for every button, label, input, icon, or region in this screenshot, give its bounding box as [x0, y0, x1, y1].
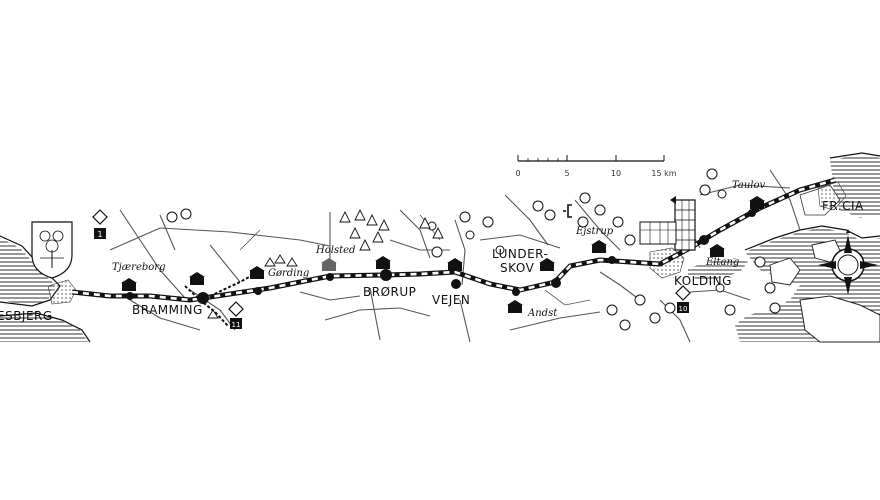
village-label-taulov: Taulov [732, 180, 766, 191]
water-west [0, 238, 88, 342]
town-label-bramming: BRAMMING [132, 303, 203, 317]
town-label-lunderskov-line2: SKOV [500, 261, 535, 275]
stop-dot [748, 209, 756, 217]
house-icon [591, 240, 607, 253]
scale-tick-label: 10 [611, 169, 621, 178]
house-icon [507, 300, 523, 313]
house-icon [321, 258, 337, 271]
village-label-eltang: Eltang [705, 257, 739, 268]
stop-dot [699, 235, 709, 245]
road-network [109, 169, 801, 343]
village-label-gording: Gørding [268, 268, 309, 279]
town-label-vejen: VEJEN [432, 293, 470, 307]
compass-rose-icon [818, 229, 878, 295]
house-icon [375, 256, 391, 269]
town-label-lunderskov-line1: LUNDER- [492, 247, 548, 261]
water-east-fjord [688, 155, 880, 343]
conifer-trees [207, 208, 444, 319]
stop-dot [451, 279, 461, 289]
fredericia-urban-area [817, 181, 847, 211]
town-label-brorup: BRØRUP [363, 285, 416, 299]
house-icon [189, 272, 205, 285]
house-icon [539, 258, 555, 271]
house-icon [121, 278, 137, 291]
house-icon [709, 244, 725, 257]
esbjerg-urban-area [47, 279, 77, 305]
town-label-kolding: KOLDING [674, 274, 732, 288]
stop-dot [126, 292, 134, 300]
road-sign-10: 10 [675, 285, 691, 313]
scale-tick-label: 5 [564, 169, 569, 178]
village-icons [121, 196, 765, 313]
stop-dot [254, 287, 262, 295]
road-sign-1: 1 [92, 209, 108, 239]
house-icon [249, 266, 265, 279]
scale-tick-label: 15 km [651, 169, 676, 178]
village-label-holsted: Holsted [315, 245, 355, 256]
junction-marker-icon [563, 204, 572, 218]
railway-line-2 [209, 269, 263, 297]
scale-bar: 0 5 10 15 km [515, 155, 677, 178]
stop-dot [608, 256, 616, 264]
road-sign-10-label: 10 [679, 305, 688, 313]
stop-dot [551, 278, 561, 288]
town-label-fredericia: FR.CIA [822, 199, 864, 213]
village-label-ejstrup: Ejstrup [575, 226, 614, 237]
village-label-andst: Andst [527, 308, 558, 319]
deciduous-trees [166, 168, 781, 331]
stop-dot [512, 288, 520, 296]
village-label-tjaereborg: Tjæreborg [112, 262, 165, 273]
route-stops [126, 209, 756, 304]
road-sign-11-label: 11 [232, 321, 241, 329]
road-sign-11: 11 [228, 301, 244, 329]
kolding-castle-icon [639, 196, 696, 251]
stop-dot [197, 292, 209, 304]
esbjerg-coat-of-arms-icon [31, 221, 73, 279]
railway-line [184, 285, 229, 327]
house-icon [447, 258, 463, 271]
house-icon [749, 196, 765, 209]
stop-dot [326, 273, 334, 281]
stop-dot [380, 269, 392, 281]
town-label-esbjerg: ESBJERG [0, 309, 53, 323]
road-sign-1-label: 1 [97, 230, 102, 239]
scale-tick-label: 0 [515, 169, 520, 178]
